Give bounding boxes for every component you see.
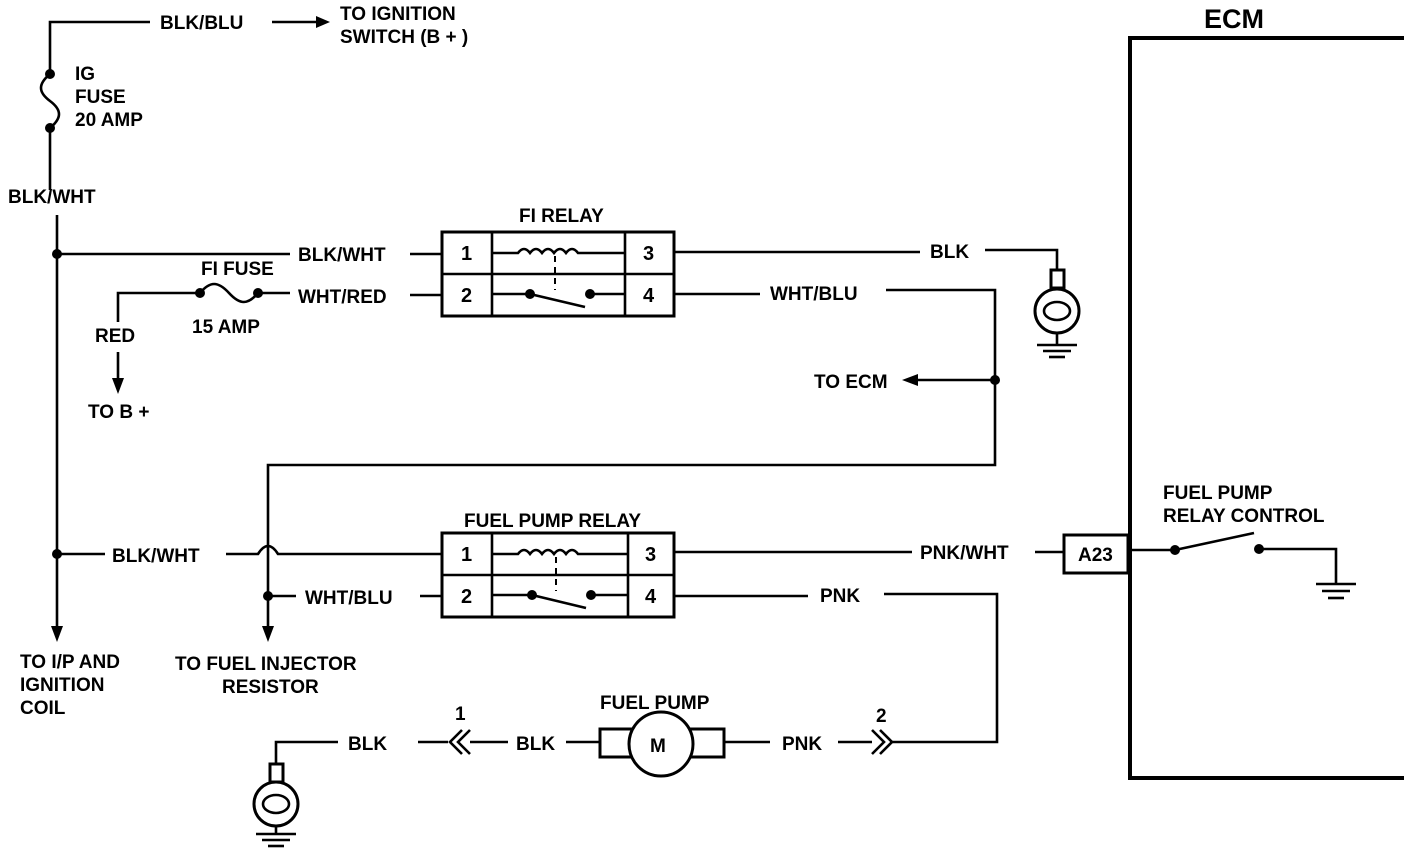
fp-relay-pin3-wire-label: PNK/WHT [920,543,1009,564]
fi-relay-switch-blade [529,292,586,309]
dest-injector-label-1: TO FUEL INJECTOR [175,654,357,675]
fi-relay-pin3-wire-b [985,248,1059,270]
ig-fuse-label-2: FUSE [75,87,126,108]
fi-relay-pin-3: 3 [643,243,654,265]
to-ecm-label: TO ECM [814,372,888,393]
fi-fuse-feed-wire [116,291,198,322]
fi-relay-pin-2: 2 [461,285,472,307]
dest-ip-label-3: COIL [20,698,66,719]
fp-relay-title: FUEL PUMP RELAY [464,511,641,532]
fuse-icon [199,282,259,304]
ignition-switch-label-1: TO IGNITION [340,4,456,25]
ig-fuse-upper-wire [48,20,150,74]
fi-fuse-terminal-right [253,288,263,298]
fuel-pump: FUEL PUMP M PNK 2 BLK 1 BLK [252,693,894,848]
down-arrow-icon [112,378,124,394]
pump-wire-left-inner-label: BLK [516,734,555,755]
fi-relay-pin-4: 4 [643,285,655,307]
ecm-ground-icon [1316,582,1356,600]
fp-relay-pin1-wire-label: BLK/WHT [112,546,200,567]
dest-ip-label-1: TO I/P AND [20,652,120,673]
ground-connector-icon [252,762,300,848]
fi-relay-pin4-wire-label: WHT/BLU [770,284,858,305]
ignition-feed: BLK/BLU TO IGNITION SWITCH (B + ) IG FUS… [8,4,468,208]
motor-icon [627,710,695,778]
fp-relay-pin-1: 1 [461,544,472,566]
left-arrow-icon [902,374,918,386]
dest-ip-label-2: IGNITION [20,675,104,696]
fi-relay-pin-1: 1 [461,243,472,265]
ecm-module: ECM FUEL PUMP RELAY CONTROL A23 [1062,4,1404,780]
ecm-pin-label: A23 [1078,545,1113,566]
relay-coil-icon [492,247,625,256]
fi-fuse-rating: 15 AMP [192,317,260,338]
fi-fuse: FI FUSE 15 AMP RED TO B + [88,259,274,423]
fuse-icon [39,73,61,129]
fp-relay-pin4-wire-b [884,592,999,744]
fuel-pump-title: FUEL PUMP [600,693,710,714]
pump-wire-left-outer-label: BLK [348,734,387,755]
pump-wire-left-d [274,740,338,764]
fi-fuse-feed-wire-label: RED [95,326,135,347]
ig-fuse-label-1: IG [75,64,95,85]
ecm-title: ECM [1204,4,1264,34]
fp-relay-pin-4: 4 [645,586,657,608]
connector-icon [448,729,471,755]
fi-relay-pin2-wire-label: WHT/RED [298,287,387,308]
fi-relay-title: FI RELAY [519,206,604,227]
fi-fuse-feed-dest: TO B + [88,402,149,423]
connector-right-label: 2 [876,706,887,727]
pump-body-right [688,727,726,759]
fp-relay-pin-3: 3 [645,544,656,566]
fp-relay-pin-2: 2 [461,586,472,608]
ig-fuse-terminal-bottom [45,123,55,133]
fi-relay-pin3-wire-label: BLK [930,242,969,263]
fi-relay-pin1-wire-label: BLK/WHT [298,245,386,266]
fp-relay-pin4-wire-label: PNK [820,586,860,607]
relay-coil-icon [492,548,628,557]
splice-injector [263,591,273,601]
connector-icon [871,729,894,755]
fi-fuse-title: FI FUSE [201,259,274,280]
down-arrow-icon [262,626,274,642]
fp-relay-pin2-wire-label: WHT/BLU [305,588,393,609]
ecm-outline [1128,36,1404,780]
ecm-pin-box [1062,533,1130,575]
ig-fuse-label-3: 20 AMP [75,110,143,131]
connector-left-label: 1 [455,704,466,725]
fuel-pump-relay: FUEL PUMP RELAY BLK/WHT 1 2 3 4 WHT/BLU … [57,511,1064,744]
motor-label: M [650,736,666,757]
fi-relay: FI RELAY BLK/WHT 1 2 3 4 BLK [57,206,1081,628]
fi-relay-pin4-wire-b [266,288,997,628]
ecm-control-label-2: RELAY CONTROL [1163,506,1325,527]
ecm-switch-blade [1174,531,1255,552]
right-arrow-icon [316,16,330,28]
ground-connector-icon [1033,268,1081,359]
fp-relay-switch-blade [531,593,587,610]
ecm-ground-wire [1259,547,1338,584]
pump-wire-right-label: PNK [782,734,822,755]
fp-relay-pin1-wire-b [226,544,442,556]
dest-injector-label-2: RESISTOR [222,677,319,698]
ignition-switch-label-2: SWITCH (B + ) [340,27,468,48]
wire-label-blk-blu: BLK/BLU [160,13,243,34]
ecm-control-label-1: FUEL PUMP [1163,483,1273,504]
main-wire-label: BLK/WHT [8,187,96,208]
down-arrow-icon [51,626,63,642]
